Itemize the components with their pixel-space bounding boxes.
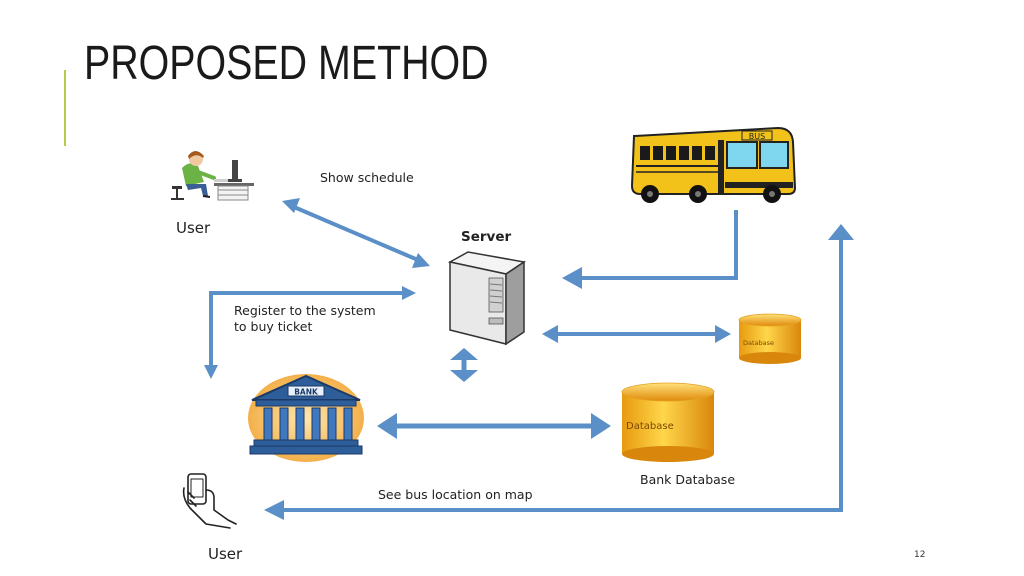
- label-server: Server: [461, 229, 512, 245]
- bus-sign: BUS: [749, 132, 765, 141]
- arrow-bus-location: [264, 224, 854, 520]
- bank-icon: BANK: [248, 374, 364, 462]
- label-register: Register to the system to buy ticket: [234, 303, 376, 334]
- arrows: [204, 198, 854, 520]
- bank-sign: BANK: [294, 388, 319, 397]
- phone-hand-icon: [182, 473, 237, 529]
- slide-title: PROPOSED METHOD: [84, 37, 489, 90]
- arrow-bus-server: [562, 210, 738, 289]
- accent-bar: [64, 70, 66, 146]
- arrow-server-database: [542, 325, 731, 343]
- page-number: 12: [914, 550, 926, 560]
- label-show-schedule: Show schedule: [320, 170, 414, 185]
- arrow-server-bank: [450, 348, 478, 382]
- bus-icon: BUS: [630, 126, 797, 203]
- small-database-label: Database: [743, 339, 774, 347]
- user-computer-icon: [171, 151, 254, 201]
- label-see-bus-location: See bus location on map: [378, 487, 533, 502]
- server-icon: [447, 251, 526, 346]
- arrow-bank-database: [377, 413, 611, 439]
- label-user-bottom: User: [208, 545, 243, 563]
- arrow-user-server: [282, 198, 430, 268]
- label-bank-database: Bank Database: [640, 472, 736, 487]
- small-database-icon: Database: [738, 313, 802, 364]
- bank-database-icon: Database: [621, 382, 715, 462]
- large-database-label: Database: [626, 421, 674, 432]
- arrow-register: [204, 286, 416, 379]
- label-user-top: User: [176, 219, 211, 237]
